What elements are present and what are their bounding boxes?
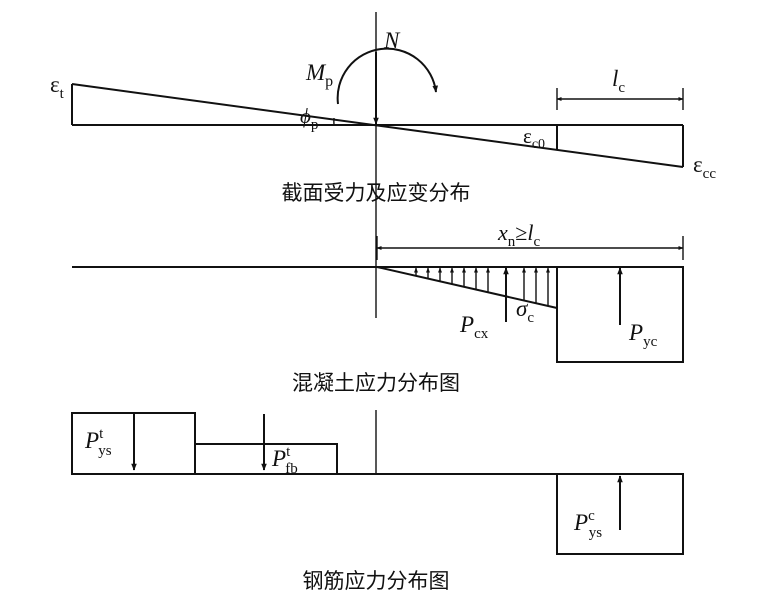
steel-tension-block-inner bbox=[194, 443, 338, 475]
moment-arrow bbox=[336, 47, 439, 105]
eps-t-label: εt bbox=[50, 72, 65, 102]
caption-section-strain: 截面受力及应变分布 bbox=[282, 181, 471, 205]
caption-concrete-stress: 混凝土应力分布图 bbox=[292, 371, 460, 395]
eps-cc-label: εcc bbox=[693, 152, 716, 182]
strain-profile-line bbox=[71, 83, 684, 168]
concrete-stress-panel: xn≥lc σc Pcx Pyc 混凝土应力分布图 bbox=[72, 220, 684, 395]
lc-label: lc bbox=[612, 66, 625, 96]
concrete-rect-block bbox=[556, 266, 684, 363]
xn-label: xn≥lc bbox=[497, 220, 540, 250]
caption-steel-stress: 钢筋应力分布图 bbox=[303, 569, 450, 593]
eps-c0-label: εc0 bbox=[523, 124, 545, 152]
phi-p-label: ϕp bbox=[300, 104, 318, 133]
moment-label: Mp bbox=[305, 60, 333, 90]
concrete-triangle-edge bbox=[376, 266, 558, 309]
p-cx-label: Pcx bbox=[459, 312, 489, 342]
steel-compression-block bbox=[556, 473, 684, 555]
p-yc-label: Pyc bbox=[628, 320, 658, 350]
axial-force-label: N bbox=[383, 28, 401, 53]
sigma-c-label: σc bbox=[516, 296, 534, 326]
strain-panel: N Mp εt ϕp εc0 εcc lc 截面受力及应变分布 bbox=[50, 12, 716, 318]
concrete-stress-arrows bbox=[414, 267, 550, 306]
